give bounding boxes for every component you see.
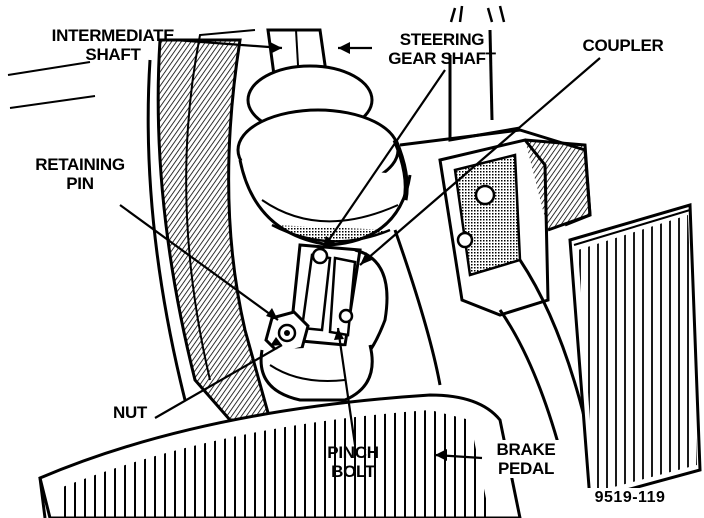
label-steering-gear-shaft-line1: STEERING	[399, 30, 485, 49]
left-streaks	[7, 61, 96, 109]
coupler-assembly	[288, 243, 389, 372]
label-retaining-pin-line2: PIN	[66, 174, 94, 193]
label-retaining-pin-line1: RETAINING	[35, 155, 125, 174]
gear-housing	[259, 344, 374, 402]
leader-nut	[154, 344, 283, 419]
leader-coupler	[359, 57, 601, 266]
label-pinch-bolt: PINCH BOLT	[308, 443, 398, 481]
label-nut: NUT	[112, 403, 148, 422]
leader-steering-gear-shaft-2	[321, 69, 446, 251]
steering-boot	[236, 64, 412, 247]
label-pinch-bolt-line2: BOLT	[331, 462, 375, 481]
label-brake-pedal-line1: BRAKE	[496, 440, 556, 459]
brake-pedal-pad	[568, 203, 702, 502]
label-steering-gear-shaft: STEERING GEAR SHAFT	[372, 30, 512, 68]
column-housing	[146, 29, 272, 422]
top-marks	[449, 5, 506, 23]
nut-and-bolt	[264, 310, 310, 356]
figure-number: 9519-119	[580, 488, 680, 507]
label-pinch-bolt-line1: PINCH	[327, 443, 379, 462]
label-steering-gear-shaft-line2: GEAR SHAFT	[388, 49, 496, 68]
leader-lines	[119, 38, 601, 460]
label-intermediate-shaft-line2: SHAFT	[85, 45, 141, 64]
label-coupler: COUPLER	[582, 36, 664, 55]
leader-intermediate-shaft	[174, 38, 283, 50]
lower-pedal-pad	[38, 393, 522, 518]
label-intermediate-shaft-line1: INTERMEDIATE	[51, 26, 175, 45]
label-brake-pedal-line2: PEDAL	[497, 459, 555, 478]
leader-pinch-bolt	[336, 327, 357, 446]
label-retaining-pin: RETAINING PIN	[20, 155, 140, 193]
leader-retaining-pin	[119, 204, 279, 321]
label-brake-pedal: BRAKE PEDAL	[486, 440, 566, 478]
label-intermediate-shaft: INTERMEDIATE SHAFT	[28, 26, 198, 64]
arrowheads	[266, 42, 447, 461]
pedal-bracket	[438, 138, 592, 451]
